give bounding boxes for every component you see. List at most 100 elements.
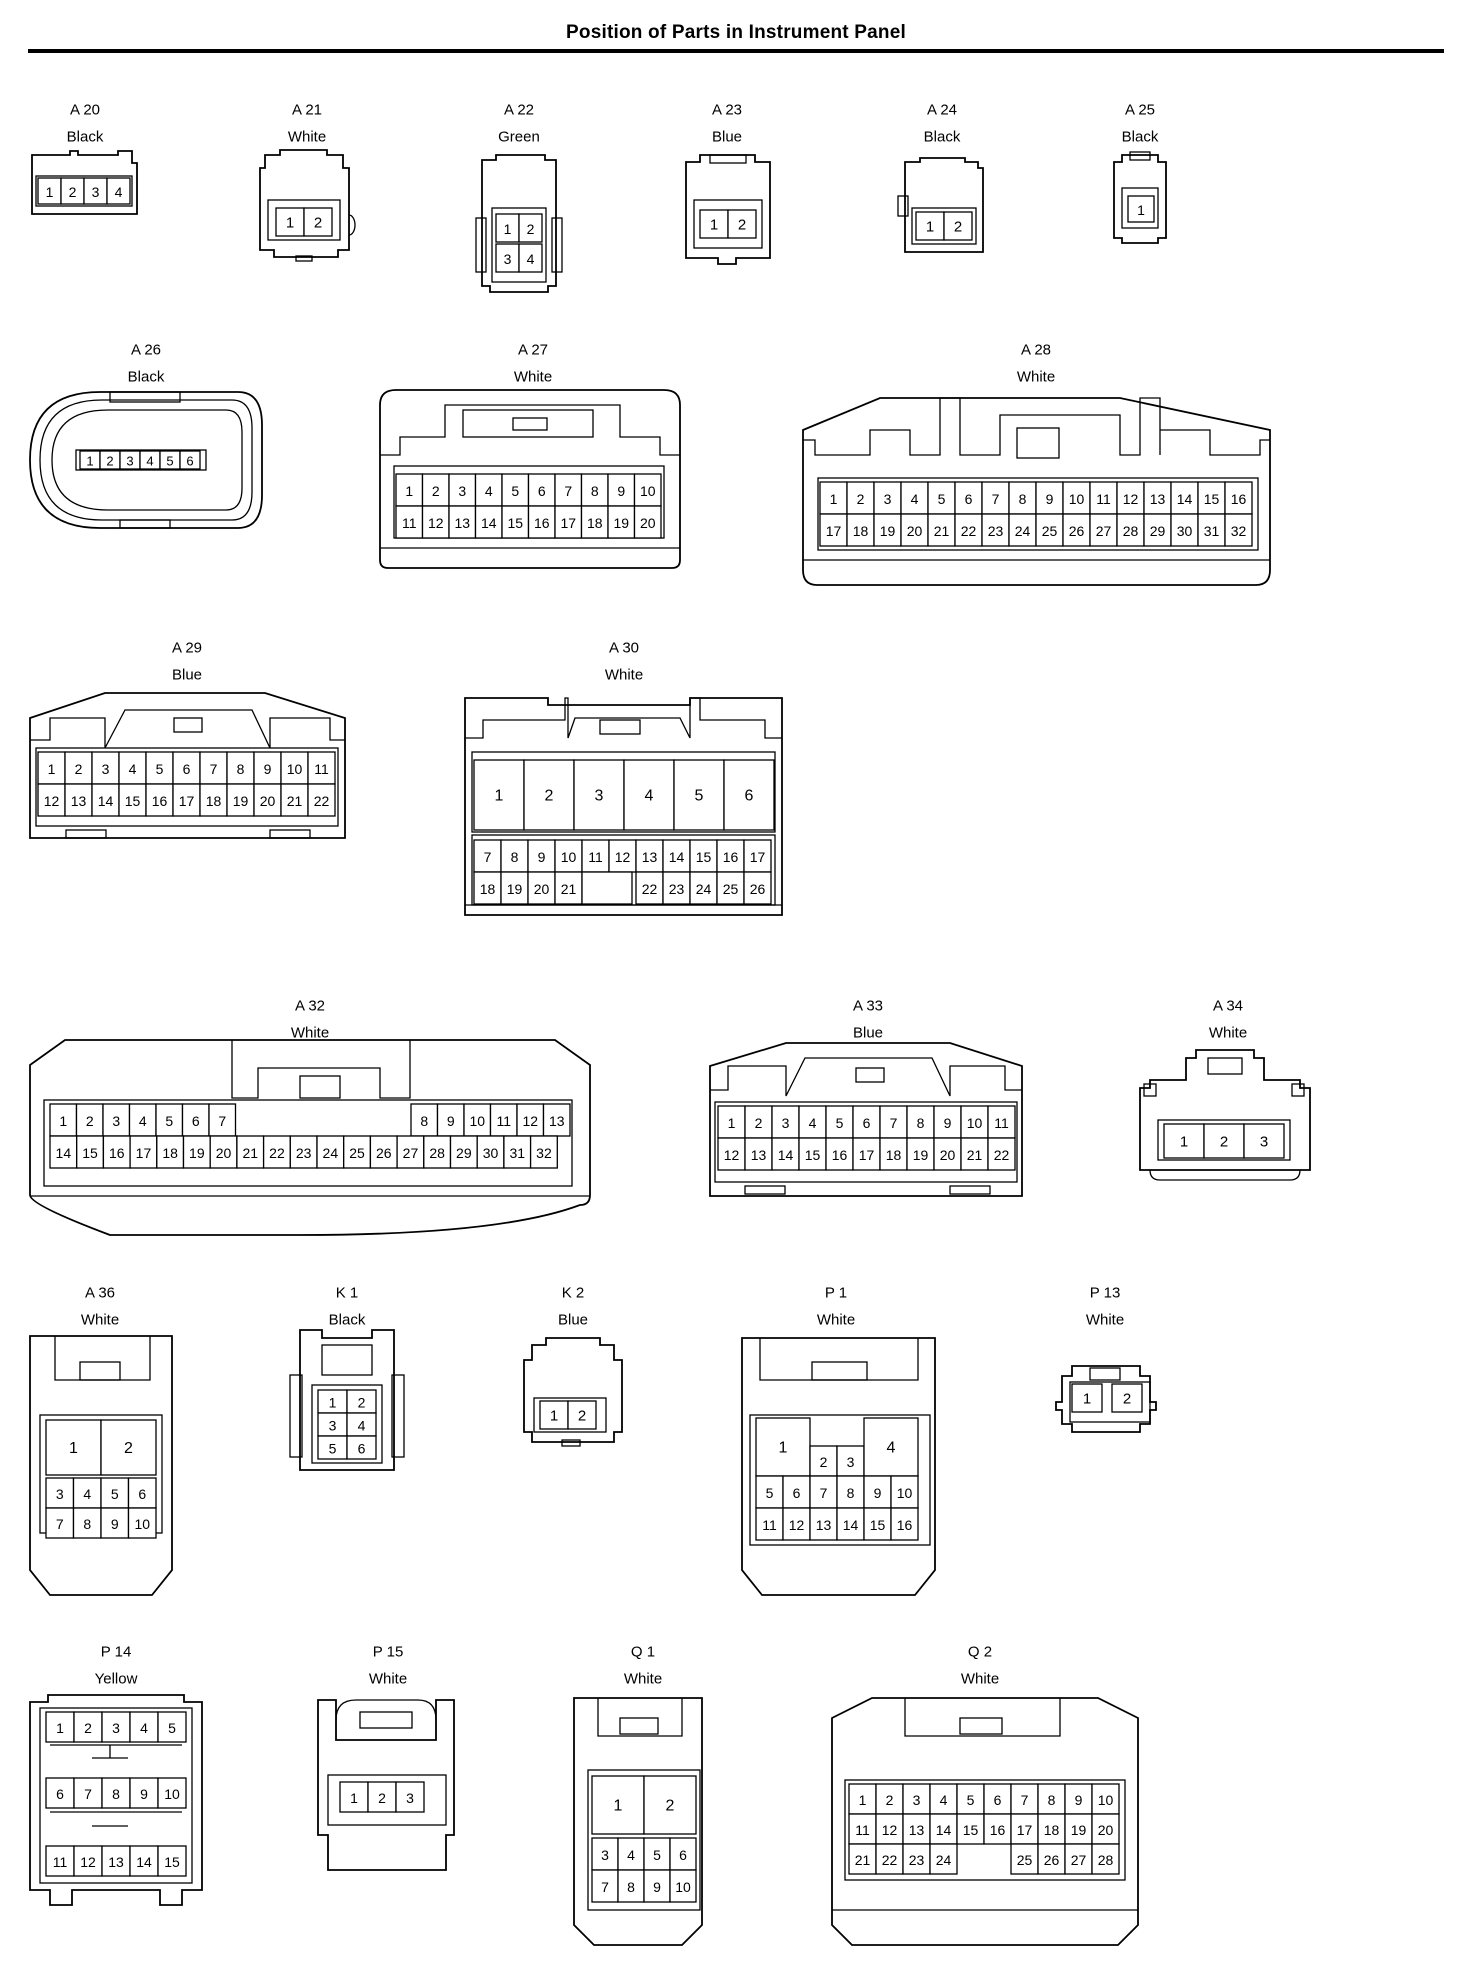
pin-number: 32 <box>1231 523 1247 539</box>
pin-box <box>101 1711 131 1743</box>
pin-cell: 17 <box>554 505 583 539</box>
pin-cell: 9 <box>1064 1783 1093 1815</box>
pin-number: 3 <box>601 1847 609 1863</box>
pin-number: 10 <box>287 761 303 777</box>
housing-inner <box>35 175 133 207</box>
latch <box>1016 427 1060 459</box>
pin-cell: 18 <box>473 871 502 905</box>
pin-box <box>875 1843 904 1875</box>
pin-box <box>1203 1123 1245 1159</box>
connector-code: P 13 <box>1090 1285 1121 1302</box>
pin-box <box>91 751 120 785</box>
pin-cell: 12 <box>875 1813 904 1845</box>
pin-cell: 21 <box>236 1135 265 1169</box>
pin-cell: 29 <box>449 1135 478 1169</box>
pin-box <box>879 1137 908 1171</box>
pin-cell: 23 <box>662 871 691 905</box>
connector-color: White <box>817 1312 855 1329</box>
pin-number: 20 <box>640 515 656 531</box>
pin-number: 13 <box>71 793 87 809</box>
pin-number: 22 <box>269 1145 285 1161</box>
pin-cell: 20 <box>527 871 556 905</box>
pin-box <box>798 1137 827 1171</box>
pin-number: 1 <box>59 1113 67 1129</box>
pin-box <box>863 1507 892 1541</box>
pin-number: 15 <box>696 849 712 865</box>
pin-number: 8 <box>420 1113 428 1129</box>
pin-cell <box>581 871 633 905</box>
pin-number: 14 <box>481 515 497 531</box>
pin-number: 1 <box>329 1395 337 1411</box>
pin-cell: 7 <box>73 1777 103 1809</box>
pin-cell: 7 <box>473 839 502 873</box>
pin-number: 24 <box>323 1145 339 1161</box>
pin-box <box>1111 1383 1143 1413</box>
latch <box>855 1067 885 1083</box>
pin-box <box>956 1813 985 1845</box>
housing-detail <box>50 1744 182 1759</box>
pin-number: 27 <box>1071 1852 1087 1868</box>
housing-detail <box>30 709 345 749</box>
pin-number: 11 <box>588 849 603 865</box>
pin-number: 17 <box>1017 1822 1033 1838</box>
latch <box>321 1344 373 1376</box>
pin-number: 9 <box>874 1485 882 1501</box>
pin-cell: 15 <box>956 1813 985 1845</box>
latch <box>1089 1367 1121 1381</box>
pin-box <box>1064 1843 1093 1875</box>
pin-number: 4 <box>140 1720 148 1736</box>
pin-box <box>157 1845 187 1877</box>
pin-cell: 16 <box>145 783 174 817</box>
pin-cell: 3 <box>395 1781 425 1813</box>
pin-box <box>643 1837 671 1871</box>
pin-box <box>873 481 902 515</box>
pin-cell: 21 <box>960 1137 989 1171</box>
pin-box <box>1035 481 1064 515</box>
pin-number: 2 <box>358 1395 366 1411</box>
housing-ring <box>39 399 253 521</box>
pin-cell: 13 <box>64 783 93 817</box>
pin-box <box>643 1775 697 1835</box>
pin-box <box>529 1135 558 1169</box>
pin-cell: 22 <box>635 871 664 905</box>
pin-box <box>523 759 575 831</box>
pin-box <box>500 839 529 873</box>
pin-cell: 15 <box>863 1507 892 1541</box>
pin-cell: 19 <box>607 505 636 539</box>
pin-number: 9 <box>944 1115 952 1131</box>
pin-number: 17 <box>136 1145 152 1161</box>
pin-number: 1 <box>728 1115 736 1131</box>
pin-cell: 5 <box>673 759 725 831</box>
pin-number: 11 <box>402 515 417 531</box>
pin-number: 12 <box>789 1517 805 1533</box>
pin-cell: 3 <box>45 1477 75 1509</box>
pin-cell: 19 <box>1064 1813 1093 1845</box>
pin-number: 9 <box>140 1786 148 1802</box>
pin-number: 22 <box>314 793 330 809</box>
pin-box <box>617 1837 645 1871</box>
pin-cell: 3 <box>101 1711 131 1743</box>
pin-number: 3 <box>126 454 133 469</box>
pin-cell: 19 <box>182 1135 211 1169</box>
pin-number: 6 <box>138 1486 146 1502</box>
connector-color: Blue <box>558 1312 588 1329</box>
pin-number: 3 <box>847 1454 855 1470</box>
connector-color: White <box>291 1025 329 1042</box>
pin-box <box>902 1843 931 1875</box>
pin-box <box>181 1103 210 1137</box>
pin-cell: 10 <box>1091 1783 1120 1815</box>
housing-detail <box>710 1057 1022 1097</box>
pin-cell: 3 <box>836 1445 865 1477</box>
pin-number: 3 <box>504 251 512 267</box>
latch <box>462 409 594 438</box>
pin-number: 6 <box>745 788 754 805</box>
pin-cell: 26 <box>1062 513 1091 547</box>
pin-number: 10 <box>1069 491 1085 507</box>
pin-cell: 1 <box>317 1389 348 1414</box>
pin-number: 20 <box>1098 1822 1114 1838</box>
pin-cell: 4 <box>139 450 161 470</box>
pin-box <box>890 1475 919 1509</box>
pin-cell: 2 <box>518 213 543 243</box>
